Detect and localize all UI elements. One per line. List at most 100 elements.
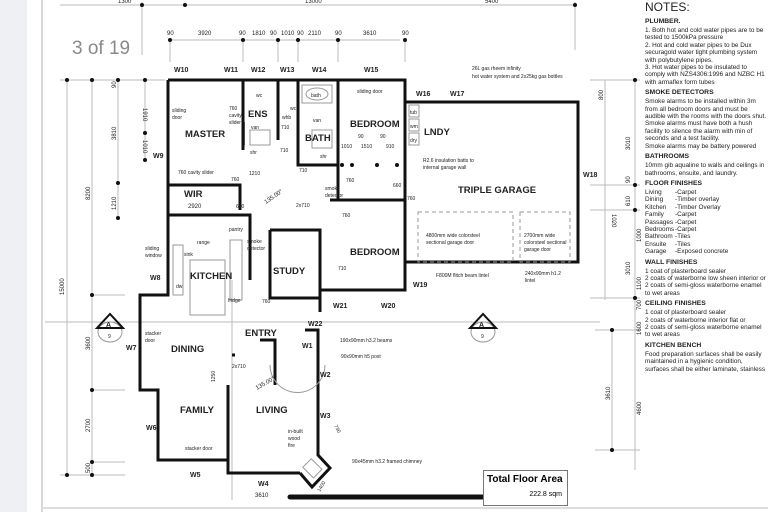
annotation: detector [325,193,343,199]
viewer-gutter [0,0,27,512]
annotation: hot water system and 2x25kg gas bottles [472,74,563,80]
annotation: internal garage wall [423,165,466,171]
finish-row: Bedrooms-Carpet [645,225,697,233]
annotation: 1400 [317,480,328,493]
note-line: 1. Both hot and cold water pipes are to … [645,27,764,42]
annotation: 90x45mm h3.2 framed chimney [352,459,423,465]
finish-row: Passages-Carpet [645,218,697,226]
notes-heading-bench: KITCHEN BENCH [645,341,702,349]
window-label: W21 [333,303,348,310]
annotation: colorsteel sectional [524,240,567,246]
dim-label: 3810 [112,126,118,140]
dim-label: 3010 [626,261,632,275]
annotation: shr [320,154,327,160]
annotation: 240x90mm h1.2 [525,271,561,277]
dim-label: 500 [86,462,92,473]
annotation: van [251,125,259,131]
room-master: MASTER [185,129,225,140]
annotation: sink [184,252,193,258]
dimension-dots [65,3,637,477]
room-bedroom: BEDROOM [350,119,400,130]
window-label: W9 [153,153,164,160]
annotation: smoke [325,186,340,192]
annotation: 90x90mm h5 post [341,354,381,360]
finish-row: Living-Carpet [645,188,697,196]
annotation: 2920 [188,204,202,210]
dim-label: 5400 [485,0,499,5]
dim-label: 3600 [86,336,92,350]
annotation: door [172,115,182,121]
dim-label: 1010 [281,31,295,37]
dim-label: 90 [270,31,277,37]
section-marker-left[interactable]: A 9 [94,312,126,343]
dimension-lines [43,2,768,509]
dim-label: 90 [402,31,409,37]
dim-label: 3610 [606,386,612,400]
section-sheet: 9 [108,334,111,340]
annotation: sliding [145,246,159,252]
annotation: sectional garage door [426,240,474,246]
dim-label: 13000 [305,0,322,5]
room-dining: DINING [171,344,204,355]
dim-label: 1100 [637,276,643,290]
finish-row: Kitchen-Timber Overlay [645,203,721,211]
annotation: 760 [407,196,416,202]
annotation: wc [290,106,297,112]
annotation: in-built [288,429,303,435]
dim-label: 2110 [308,31,322,37]
annotation: 730 [332,424,341,434]
window-label: W16 [416,91,431,98]
total-floor-area-box: Total Floor Area 222.8 sqm [483,470,568,506]
annotation: window [145,253,162,259]
note-line: 2. Hot and cold water pipes to be Dux se… [645,41,758,64]
annotation: door [145,338,155,344]
finish-row: Dining-Timber overlay [645,196,720,204]
dim-label: 90 [167,31,174,37]
window-label: W3 [320,413,331,420]
dim-label: 90 [335,31,342,37]
window-label: W13 [280,67,295,74]
dim-label: 1300 [118,0,132,5]
finish-row: Bathroom-Tiles [645,233,691,241]
annotation: garage door [524,247,551,253]
room-labels: MASTER ENS BATH BEDROOM LNDY TRIPLE GARA… [171,109,536,416]
room-bedroom: BEDROOM [350,247,400,258]
room-bath: BATH [305,133,331,144]
section-letter: A [106,322,111,329]
annotation: 190x90mm h3.2 beams [340,338,393,344]
dim-label: 610 [626,195,632,206]
note-line: Smoke alarms to be installed within 3m f… [645,98,767,121]
annotation: dry [410,138,417,144]
annotation: sliding [172,108,186,114]
annotation: bath [311,93,321,99]
annotation: 760 [231,177,240,183]
room-wir: WIR [184,189,203,200]
room-kitchen: KITCHEN [190,271,232,282]
section-marker-right[interactable]: A 9 [467,312,499,343]
note-line: 10mm gib aqualine to walls and ceilings … [645,162,765,177]
window-label: W5 [190,472,201,479]
window-label: W2 [320,372,331,379]
note-line: 1 coat of plasterboard sealer [645,309,726,317]
page-edge [41,0,43,512]
annotation: shr [250,150,257,156]
window-label: W8 [150,275,161,282]
annotation: whb [282,115,291,121]
annotation: fridge [228,298,241,304]
annotation: detector [247,246,265,252]
annotation: 2700mm wide [524,233,555,239]
annotation: 910 [386,144,395,150]
window-label: W14 [312,67,327,74]
room-study: STUDY [273,266,306,277]
dim-label: 3920 [198,31,212,37]
annotation: wc [256,93,263,99]
window-label: W12 [251,67,266,74]
annotation: 760 [229,106,238,112]
window-label: W10 [174,67,189,74]
annotation: 710 [280,148,289,154]
notes-heading-wall: WALL FINISHES [645,258,698,266]
annotation: 660 [236,204,245,210]
annotation: stacker [145,331,161,337]
dim-label: 1020 [610,214,616,228]
